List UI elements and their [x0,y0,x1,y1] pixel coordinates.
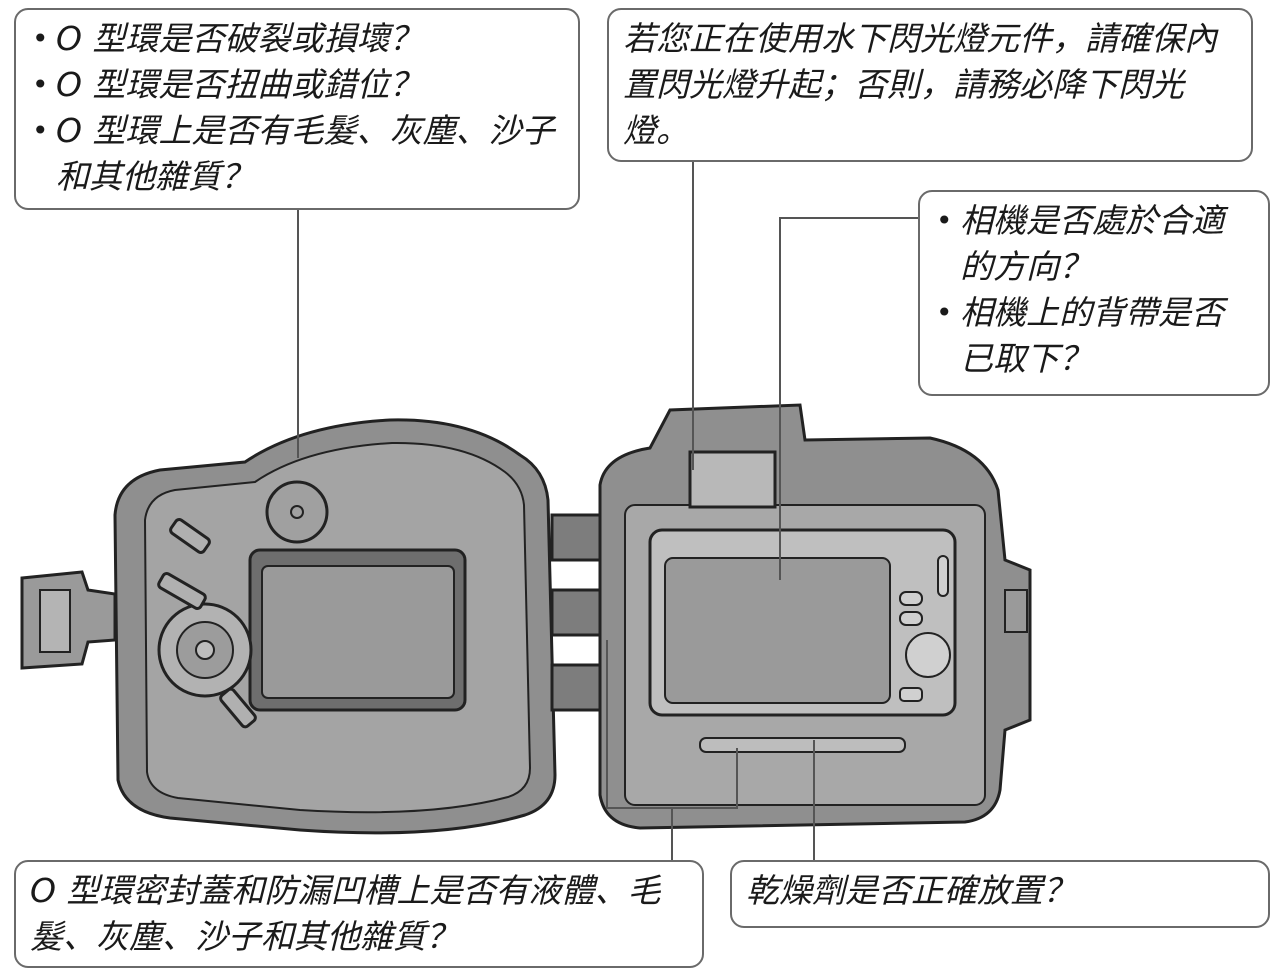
flash-callout-text: 若您正在使用水下閃光燈元件，請確保內置閃光燈升起；否則，請務必降下閃光燈。 [623,19,1217,150]
hinge-block-1 [550,513,604,562]
left-door-knob-center [290,505,304,519]
camera-check-item: 相機上的背帶是否已取下？ [934,290,1254,382]
oring-check-item: O 型環上是否有毛髮、灰塵、沙子和其他雜質？ [30,108,564,200]
left-latch-inner [39,589,71,653]
camera-lcd [664,557,891,704]
left-door-lever-3 [219,687,257,729]
camera-zoom-bar [937,555,949,597]
left-door-lever-2 [157,572,207,610]
right-latch [1004,589,1028,633]
groove-callout-text: O 型環密封蓋和防漏凹槽上是否有液體、毛髮、灰塵、沙子和其他雜質？ [30,871,661,956]
flash-callout: 若您正在使用水下閃光燈元件，請確保內置閃光燈升起；否則，請務必降下閃光燈。 [607,8,1253,162]
right-housing-body [598,403,1032,830]
flash-unit [688,450,777,509]
camera-button-2 [899,611,923,626]
oring-check-item: O 型環是否扭曲或錯位？ [30,62,564,108]
desiccant-callout: 乾燥劑是否正確放置？ [730,860,1270,928]
hinge-block-2 [550,588,604,637]
left-door-lcd [261,565,455,699]
camera-dial [905,632,951,678]
camera-button-1 [899,591,923,606]
oring-check-list: O 型環是否破裂或損壞？ O 型環是否扭曲或錯位？ O 型環上是否有毛髮、灰塵、… [30,16,564,200]
leader-lines [297,162,921,860]
desiccant-callout-text: 乾燥劑是否正確放置？ [746,871,1076,910]
left-door-lever-1 [169,518,211,554]
groove-callout: O 型環密封蓋和防漏凹槽上是否有液體、毛髮、灰塵、沙子和其他雜質？ [14,860,704,968]
leader-camera [779,217,921,580]
camera-check-list: 相機是否處於合適的方向？ 相機上的背帶是否已取下？ [934,198,1254,382]
oring-check-item: O 型環是否破裂或損壞？ [30,16,564,62]
camera-button-3 [899,687,923,702]
oring-check-callout: O 型環是否破裂或損壞？ O 型環是否扭曲或錯位？ O 型環上是否有毛髮、灰塵、… [14,8,580,210]
hinge-block-3 [550,663,604,712]
hinge [550,513,604,712]
camera-check-callout: 相機是否處於合適的方向？ 相機上的背帶是否已取下？ [918,190,1270,396]
left-housing-door [20,418,557,835]
desiccant-tray [699,737,906,753]
camera-check-item: 相機是否處於合適的方向？ [934,198,1254,290]
left-door-dial-hub [195,640,215,660]
